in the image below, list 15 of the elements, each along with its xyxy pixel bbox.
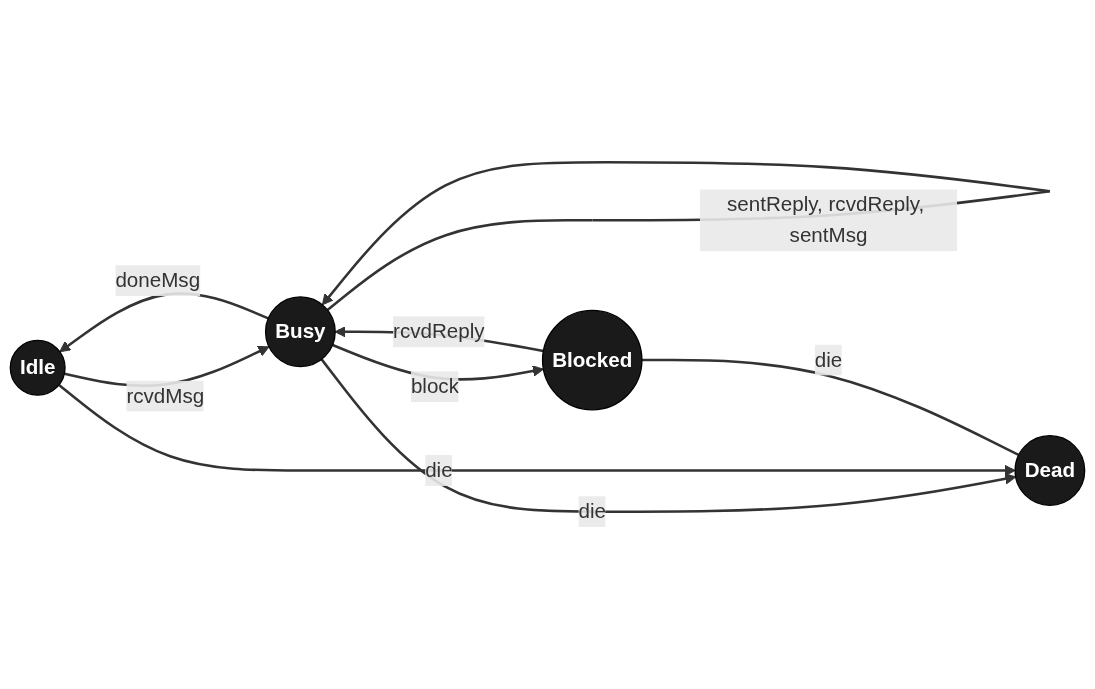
edge-label: block [410,375,459,397]
node-circle: Idle [9,339,66,396]
arrow [320,358,1017,513]
edge-label: die [578,499,606,522]
edge-label: die [425,458,453,481]
edge-label: doneMsg [115,268,201,291]
arrow [58,383,1016,476]
connector [641,358,1020,456]
edge-label: die [814,348,843,371]
edge-label: sentReply, rcvdReply, sentMsg [727,193,925,246]
edge-label: rcvdMsg [126,384,205,407]
node-circle: Busy [264,296,336,368]
edge-label: rcvdReply [393,320,485,342]
node-circle: Dead [1014,434,1086,506]
node-circle: Blocked [541,309,643,411]
